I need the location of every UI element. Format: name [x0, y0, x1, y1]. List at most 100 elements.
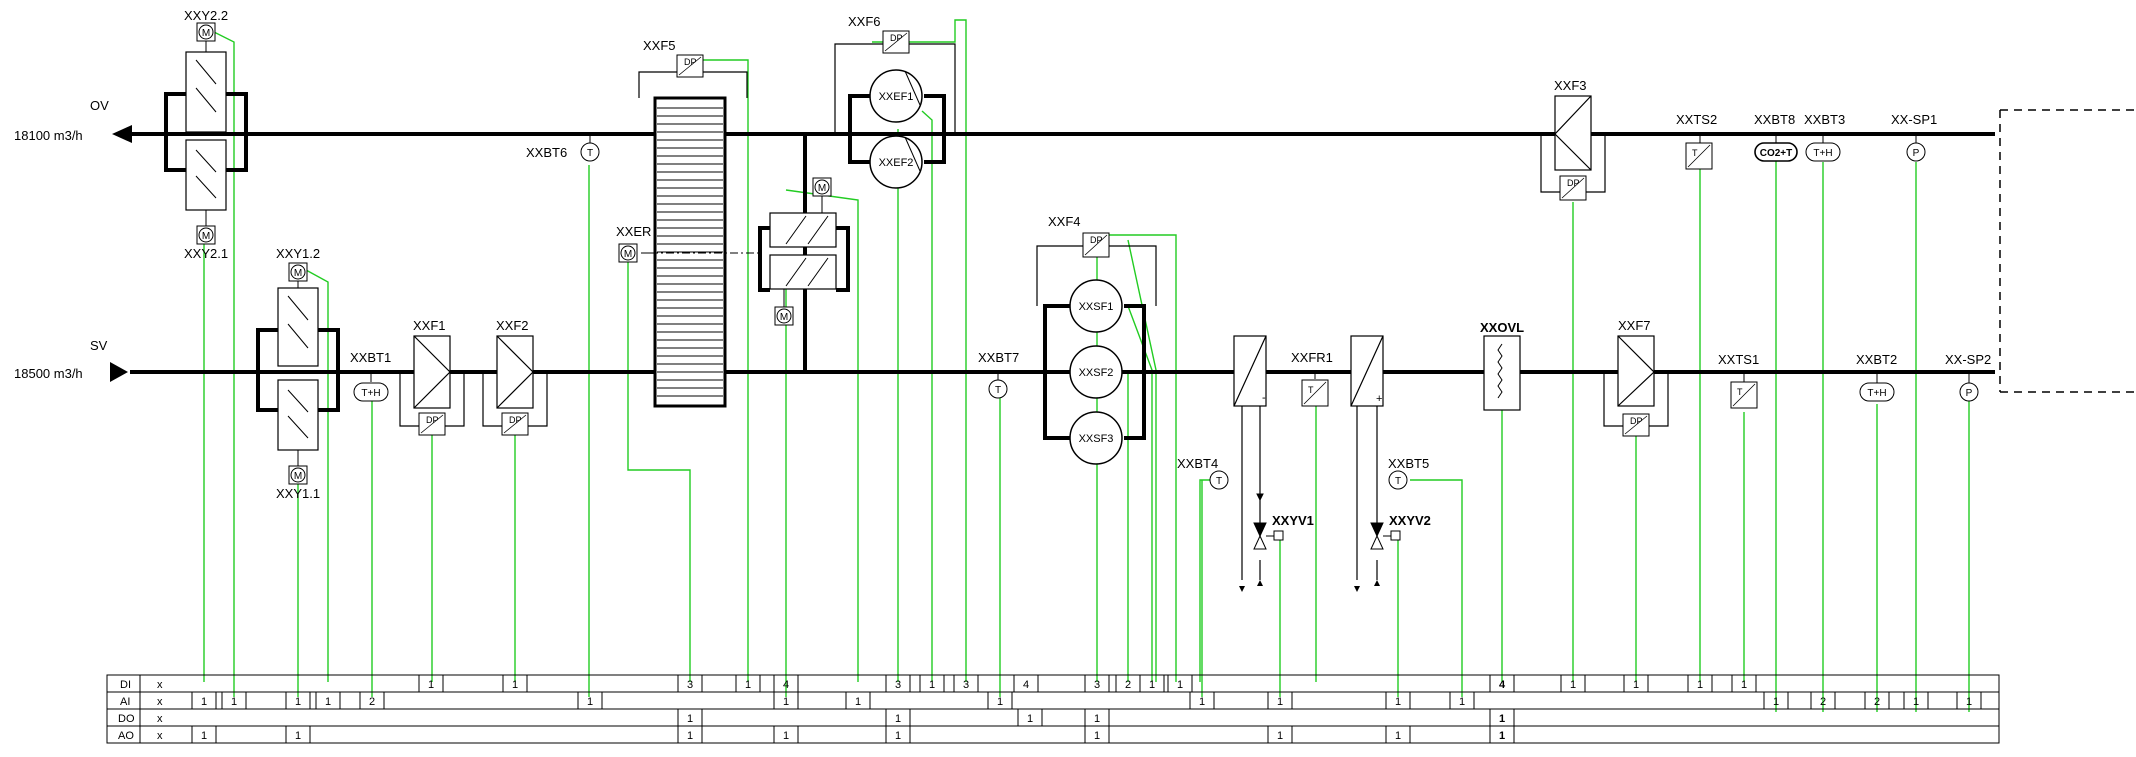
thermostat-xxts1: T [1730, 381, 1758, 409]
tag-xxts2: XXTS2 [1676, 112, 1717, 127]
heating-coil [1350, 335, 1384, 580]
dp-label: DP [509, 415, 522, 425]
co2-symbol: CO2+T [1760, 148, 1793, 159]
filter-xxf1 [399, 335, 465, 427]
tag-xxsp2: XX-SP2 [1945, 352, 1991, 367]
io-cell-do: 1 [1499, 713, 1505, 725]
motor-symbol: M [202, 231, 210, 242]
io-cell-ai: 1 [295, 696, 301, 708]
dp-label: DP [1630, 416, 1643, 426]
io-cell-ao: 1 [1395, 730, 1401, 742]
temp-sensor-xxbt6: T [580, 142, 600, 162]
io-cell-ao: 1 [1277, 730, 1283, 742]
dp-label: DP [426, 415, 439, 425]
io-cell-ao: 1 [895, 730, 901, 742]
dp-sensor-xxf7: DP [1622, 413, 1650, 437]
tag-xxbt7: XXBT7 [978, 350, 1019, 365]
io-table-grid [106, 674, 2000, 744]
pressure-sensor-xxsp1: P [1906, 142, 1926, 162]
signal-lines [203, 19, 1970, 712]
io-cell-ai: 1 [231, 696, 237, 708]
motor-xxy21: M [196, 225, 216, 245]
motor-xxy22: M [196, 22, 216, 42]
tag-xxf1: XXF1 [413, 318, 446, 333]
io-cell-ai: 2 [1820, 696, 1826, 708]
io-cell-di: 1 [1149, 679, 1155, 691]
io-cell-ai: 1 [1966, 696, 1972, 708]
io-cell-di: 1 [428, 679, 434, 691]
tag-xxf4: XXF4 [1048, 214, 1081, 229]
thermostat-symbol: T [1692, 148, 1698, 158]
motor-xxer: M [618, 243, 638, 263]
th-sensor-xxbt3: T+H [1805, 142, 1841, 162]
tag-xxy21: XXY2.1 [184, 246, 228, 261]
temp-sensor-xxbt7: T [988, 379, 1008, 399]
motor-symbol: M [818, 183, 826, 194]
silencer-xxovl [1483, 335, 1521, 411]
cooling-coil [1233, 335, 1267, 580]
io-cell-di: 1 [1633, 679, 1639, 691]
coil-minus-sign: - [1262, 392, 1266, 404]
dp-sensor-xxf3: DP [1559, 175, 1587, 201]
io-cell-ai: 1 [855, 696, 861, 708]
tag-xxer: XXER [616, 224, 651, 239]
io-cell-ai: 2 [369, 696, 375, 708]
tag-xxbt6: XXBT6 [526, 145, 567, 160]
rotary-heat-exchanger [638, 71, 762, 408]
io-cell-do: 1 [895, 713, 901, 725]
tag-xxbt8: XXBT8 [1754, 112, 1795, 127]
io-cell-di: 3 [963, 679, 969, 691]
co2-sensor-xxbt8: CO2+T [1754, 142, 1798, 162]
filter-xxf7 [1603, 335, 1669, 427]
io-cell-di: 1 [1697, 679, 1703, 691]
io-cell-ai: 1 [201, 696, 207, 708]
tag-xxy22: XXY2.2 [184, 8, 228, 23]
sv-arrow [110, 362, 128, 382]
io-cell-ai: 1 [587, 696, 593, 708]
instrument-stems [370, 134, 1970, 384]
io-cell-di: 1 [745, 679, 751, 691]
temp-sensor-xxbt4: T [1209, 470, 1229, 490]
io-cell-ao: 1 [687, 730, 693, 742]
pressure-symbol: P [1966, 388, 1973, 399]
dp-sensor-xxf1: DP [418, 412, 446, 436]
io-row-label-ai: AI [120, 696, 130, 708]
dp-sensor-xxf2: DP [501, 412, 529, 436]
io-cell-ai: 1 [1459, 696, 1465, 708]
io-cell-ai: 1 [325, 696, 331, 708]
tag-xxfr1: XXFR1 [1291, 350, 1333, 365]
tag-xxyv2: XXYV2 [1389, 513, 1431, 528]
temp-symbol: T [995, 385, 1001, 396]
io-row-label-do: DO [118, 713, 135, 725]
exhaust-fan-group [834, 43, 956, 189]
coil-plus-sign: + [1376, 393, 1382, 405]
motor-symbol: M [202, 28, 210, 39]
th-symbol: T+H [361, 388, 380, 399]
io-marker-ai: x [157, 696, 163, 708]
tag-xxts1: XXTS1 [1718, 352, 1759, 367]
ov-arrow [112, 125, 132, 143]
io-cell-di: 3 [1094, 679, 1100, 691]
io-cell-di: 3 [895, 679, 901, 691]
tag-xxyv1: XXYV1 [1272, 513, 1314, 528]
tag-xxef1: XXEF1 [879, 91, 914, 103]
valve-xxyv2 [1370, 522, 1401, 550]
io-cell-do: 1 [1094, 713, 1100, 725]
thermostat-xxfr1: T [1301, 379, 1329, 407]
io-cell-di: 4 [783, 679, 789, 691]
io-cell-ai: 2 [1874, 696, 1880, 708]
tag-xxf5: XXF5 [643, 38, 676, 53]
bypass-damper [758, 196, 850, 307]
tag-xxbt1: XXBT1 [350, 350, 391, 365]
filter-xxf3 [1540, 95, 1606, 193]
io-cell-ao: 1 [783, 730, 789, 742]
pressure-symbol: P [1913, 148, 1920, 159]
io-cell-do: 1 [1027, 713, 1033, 725]
motor-symbol: M [294, 471, 302, 482]
th-symbol: T+H [1867, 388, 1886, 399]
tag-xxbt2: XXBT2 [1856, 352, 1897, 367]
tag-xxef2: XXEF2 [879, 157, 914, 169]
th-sensor-xxbt2: T+H [1859, 382, 1895, 402]
dp-sensor-xxf6: DP [882, 30, 910, 54]
